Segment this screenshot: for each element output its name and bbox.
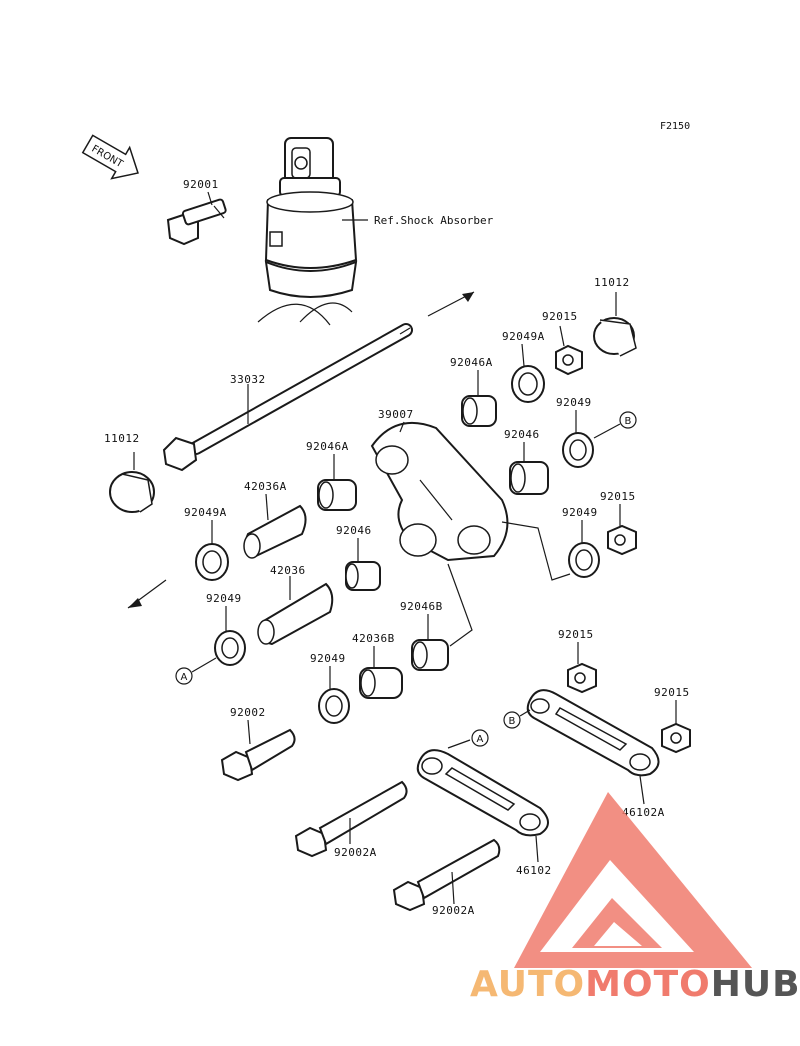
nut-92015-top [555,325,583,376]
cap-11012-left [109,452,155,513]
rocker-arm-39007 [370,421,509,562]
label-92049A-left: 92049A [184,506,227,519]
ref-shock-absorber-label: Ref.Shock Absorber [374,214,494,227]
label-92015-lower: 92015 [558,628,594,641]
axis-arrow-lower [127,579,167,609]
bolt-92002 [220,719,296,782]
label-11012-left: 11012 [104,432,140,445]
washer-92049A-top [511,343,545,403]
automotohub-logo [514,792,752,968]
label-92001: 92001 [183,178,219,191]
shaft-33032 [162,323,413,472]
washer-92049-b [562,410,621,468]
washer-92049-a [191,606,246,673]
svg-text:B: B [625,416,632,427]
tie-rod-46102 [416,739,549,863]
ref-circle-a-lower: A [471,729,489,747]
ref-circle-a-left: A [175,667,193,685]
collar-42036B [359,646,403,699]
label-92046-right: 92046 [504,428,540,441]
label-11012-right: 11012 [594,276,630,289]
label-92015-right: 92015 [654,686,690,699]
label-92049-a: 92049 [206,592,242,605]
label-92049-right: 92049 [562,506,598,519]
svg-text:A: A [477,734,484,745]
label-92049-b: 92049 [556,396,592,409]
nut-92015-lower [567,642,597,694]
label-46102A: 46102A [622,806,665,819]
watermark-part2: MOTO [585,964,711,1005]
bearing-92046-right [509,442,549,495]
ref-circle-b-top: B [619,411,637,429]
nut-92015-mid [607,504,637,556]
bearing-92046A-mid [317,454,357,511]
bearing-92046B [411,563,473,671]
watermark-part1: AUTO [470,964,585,1005]
label-92046A-mid: 92046A [306,440,349,453]
label-42036B: 42036B [352,632,395,645]
bearing-92046-mid [345,538,381,591]
label-92046-mid: 92046 [336,524,372,537]
label-39007: 39007 [378,408,414,421]
label-46102: 46102 [516,864,552,877]
collar-42036A [243,493,307,559]
label-42036A: 42036A [244,480,287,493]
label-92015-mid: 92015 [600,490,636,503]
ref-circle-b-lower: B [503,711,521,729]
label-92049-lower: 92049 [310,652,346,665]
bearing-92046A-top [461,370,497,427]
label-42036: 42036 [270,564,306,577]
shock-absorber [257,137,368,326]
label-92002: 92002 [230,706,266,719]
washer-92049A-left [195,520,229,581]
tie-rod-46102A [519,689,660,805]
bolt-92002A-upper [294,780,408,858]
washer-92049-lower [318,666,350,724]
label-92046B: 92046B [400,600,443,613]
bolt-92002A-lower [392,838,501,912]
label-92002A-lower: 92002A [432,904,475,917]
cap-11012-right [593,292,637,357]
label-92002A-upper: 92002A [334,846,377,859]
axis-arrow-upper [427,291,475,317]
nut-92015-right [661,700,691,754]
label-92046A-top: 92046A [450,356,493,369]
label-92049A-top: 92049A [502,330,545,343]
front-arrow-icon: FRONT [81,134,139,180]
figure-code: F2150 [660,121,690,132]
collar-42036 [257,576,334,646]
watermark-part3: HUB [711,964,800,1005]
svg-text:A: A [181,672,188,683]
label-92015-top: 92015 [542,310,578,323]
bolt-92001 [166,191,227,246]
svg-text:B: B [509,716,516,727]
washer-92049-right [501,520,600,581]
watermark-text: AUTOMOTOHUB [470,964,800,1005]
label-33032: 33032 [230,373,266,386]
